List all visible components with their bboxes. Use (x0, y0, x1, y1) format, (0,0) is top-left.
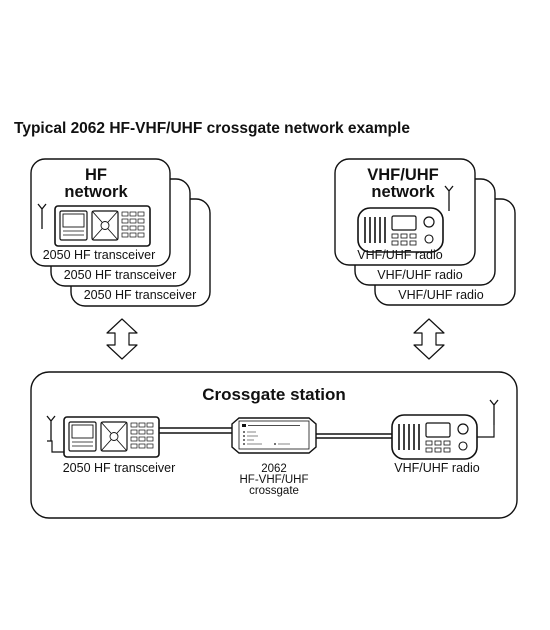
vhf-radio-label-3: VHF/UHF radio (398, 288, 483, 302)
vhf-radio-label-2: VHF/UHF radio (377, 268, 462, 282)
crossgate-label-line3: crossgate (249, 485, 299, 497)
crossgate-device-icon (231, 417, 317, 454)
hf-network-heading-line1: HF (85, 166, 107, 184)
vhf-radio-icon (391, 414, 478, 460)
hf-transceiver-label-1: 2050 HF transceiver (43, 248, 156, 262)
vhf-network-heading-line1: VHF/UHF (367, 166, 439, 184)
hf-network-heading-line2: network (64, 183, 128, 201)
crossgate-station-group: Crossgate station 2050 HF transceiver 20… (30, 371, 518, 519)
double-arrow-icon (413, 318, 445, 360)
crossgate-label-line1: 2062 (261, 463, 287, 475)
double-arrow-icon (106, 318, 138, 360)
antenna-cable (47, 440, 64, 453)
vhf-network-group: VHF/UHF network VHF/UHF radio VHF/UHF ra… (334, 158, 516, 306)
hf-transceiver-label-2: 2050 HF transceiver (64, 268, 177, 282)
hf-network-group: HF network 2050 HF transceiver 2050 HF t… (30, 158, 211, 307)
crossgate-label-line2: HF-VHF/UHF (240, 474, 309, 486)
diagram-title: Typical 2062 HF-VHF/UHF crossgate networ… (14, 120, 410, 137)
station-vhf-label: VHF/UHF radio (394, 461, 479, 475)
vhf-radio-icon (357, 207, 444, 253)
hf-transceiver-icon (63, 416, 160, 458)
hf-transceiver-icon (54, 205, 151, 247)
antenna-cable (477, 425, 495, 438)
crossgate-station-heading: Crossgate station (202, 385, 346, 404)
station-hf-label: 2050 HF transceiver (63, 461, 176, 475)
vhf-radio-label-1: VHF/UHF radio (357, 248, 442, 262)
vhf-network-heading-line2: network (371, 183, 435, 201)
hf-transceiver-label-3: 2050 HF transceiver (84, 288, 197, 302)
